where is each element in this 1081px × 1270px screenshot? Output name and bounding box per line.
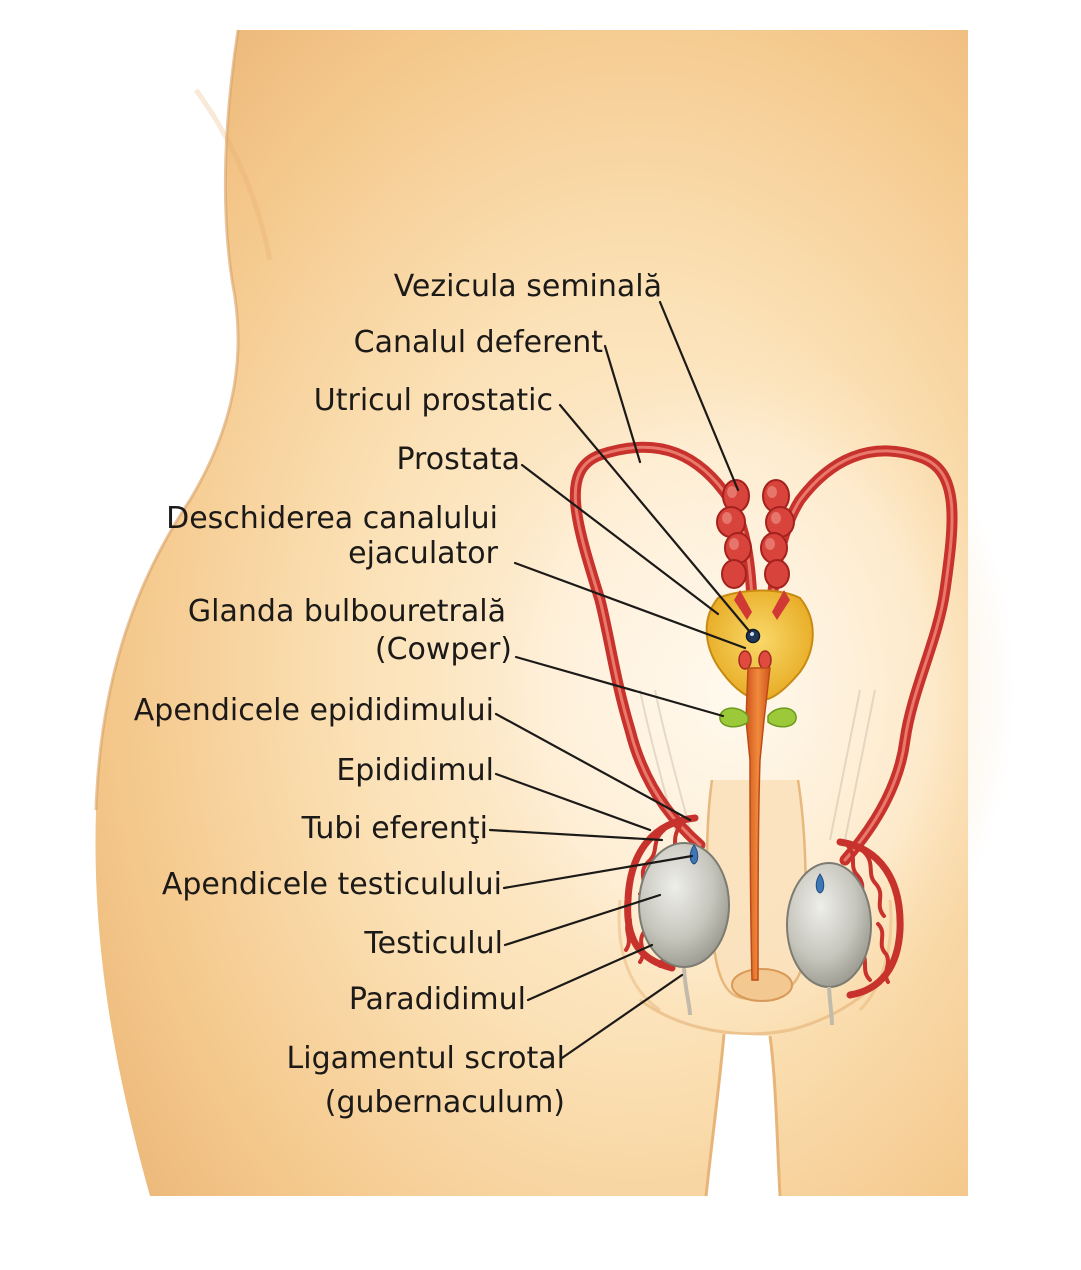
label-deschiderea-canalului: Deschiderea canalului [166,501,498,536]
leader-utricul [558,403,752,634]
urethra [745,667,771,981]
label-epididimul: Epididimul [336,753,494,788]
leader-lines [488,300,752,1060]
leader-tubi [488,828,664,842]
leader-ligamentul [560,973,684,1060]
leader-testiculul [503,893,662,947]
label-paradidimul: Paradidimul [349,982,526,1017]
label-ligamentul-scrotal: Ligamentul scrotal [287,1041,565,1076]
label-utricul-prostatic: Utricul prostatic [314,383,553,418]
leader-vezicula [658,300,740,492]
label-cowper: (Cowper) [375,632,512,667]
labels: Vezicula seminală Canalul deferent Utric… [134,269,662,1120]
leader-prostata [520,463,720,616]
leader-canalul [603,344,642,464]
label-testiculul: Testiculul [363,926,503,961]
leader-apendicele-epididimului [494,712,692,822]
label-prostata: Prostata [396,442,520,477]
label-apendicele-epididimului: Apendicele epididimului [134,693,494,728]
label-glanda-bulbouretrala: Glanda bulbouretrală [188,594,506,629]
left-testis-group [624,814,730,1016]
leader-paradidimul [526,943,654,1002]
label-ejaculator: ejaculator [348,536,499,571]
label-vezicula-seminala: Vezicula seminală [394,269,662,304]
label-gubernaculum: (gubernaculum) [325,1085,565,1120]
seminal-vesicles [716,479,795,589]
leader-apendicele-testiculului [502,854,694,890]
right-testis-group [786,838,904,1026]
leader-glanda [514,655,725,718]
prostate [705,589,814,702]
leader-epididimul [494,772,652,832]
label-tubi-eferenti: Tubi eferenţi [301,811,488,846]
label-canalul-deferent: Canalul deferent [354,325,604,360]
leader-deschiderea [513,561,747,650]
label-apendicele-testiculului: Apendicele testiculului [162,867,502,902]
